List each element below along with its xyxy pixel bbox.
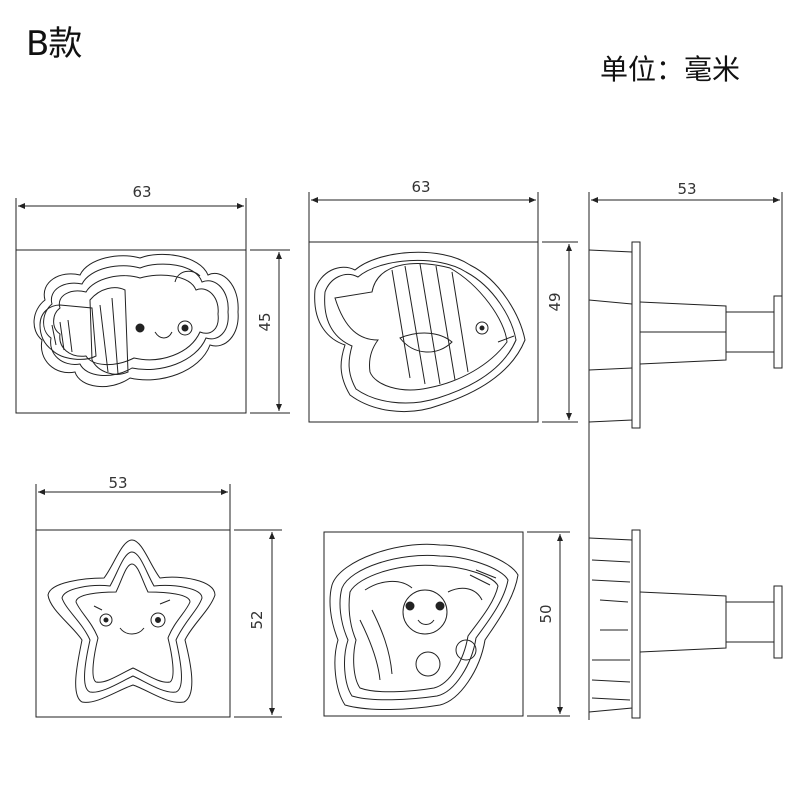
height-label: 45 <box>256 312 274 331</box>
mold-outline <box>308 241 539 423</box>
clownfish-figure <box>33 253 239 388</box>
angelfish-figure <box>314 251 526 412</box>
width-label: 63 <box>411 178 430 196</box>
height-label: 50 <box>537 604 555 623</box>
starfish-figure <box>47 539 216 703</box>
mold-shrimp: 50 <box>323 531 570 717</box>
width-label: 63 <box>132 183 151 201</box>
mold-outline <box>35 529 231 718</box>
unit-label: 单位：毫米 <box>600 53 741 86</box>
width-label: 53 <box>677 180 696 198</box>
model-title: B款 <box>26 24 82 64</box>
side-view-stamp-lower <box>588 529 783 719</box>
height-label: 49 <box>546 292 564 311</box>
mold-angelfish: 63 49 <box>308 178 578 423</box>
side-view-stamp-upper <box>588 241 783 429</box>
width-label: 53 <box>108 474 127 492</box>
shrimp-figure <box>329 543 519 710</box>
mold-clownfish: 63 45 <box>15 183 290 414</box>
height-label: 52 <box>248 610 266 629</box>
mold-starfish: 53 52 <box>35 474 282 718</box>
side-view: 53 <box>588 180 783 720</box>
mold-outline <box>15 249 247 414</box>
mold-outline <box>323 531 524 717</box>
